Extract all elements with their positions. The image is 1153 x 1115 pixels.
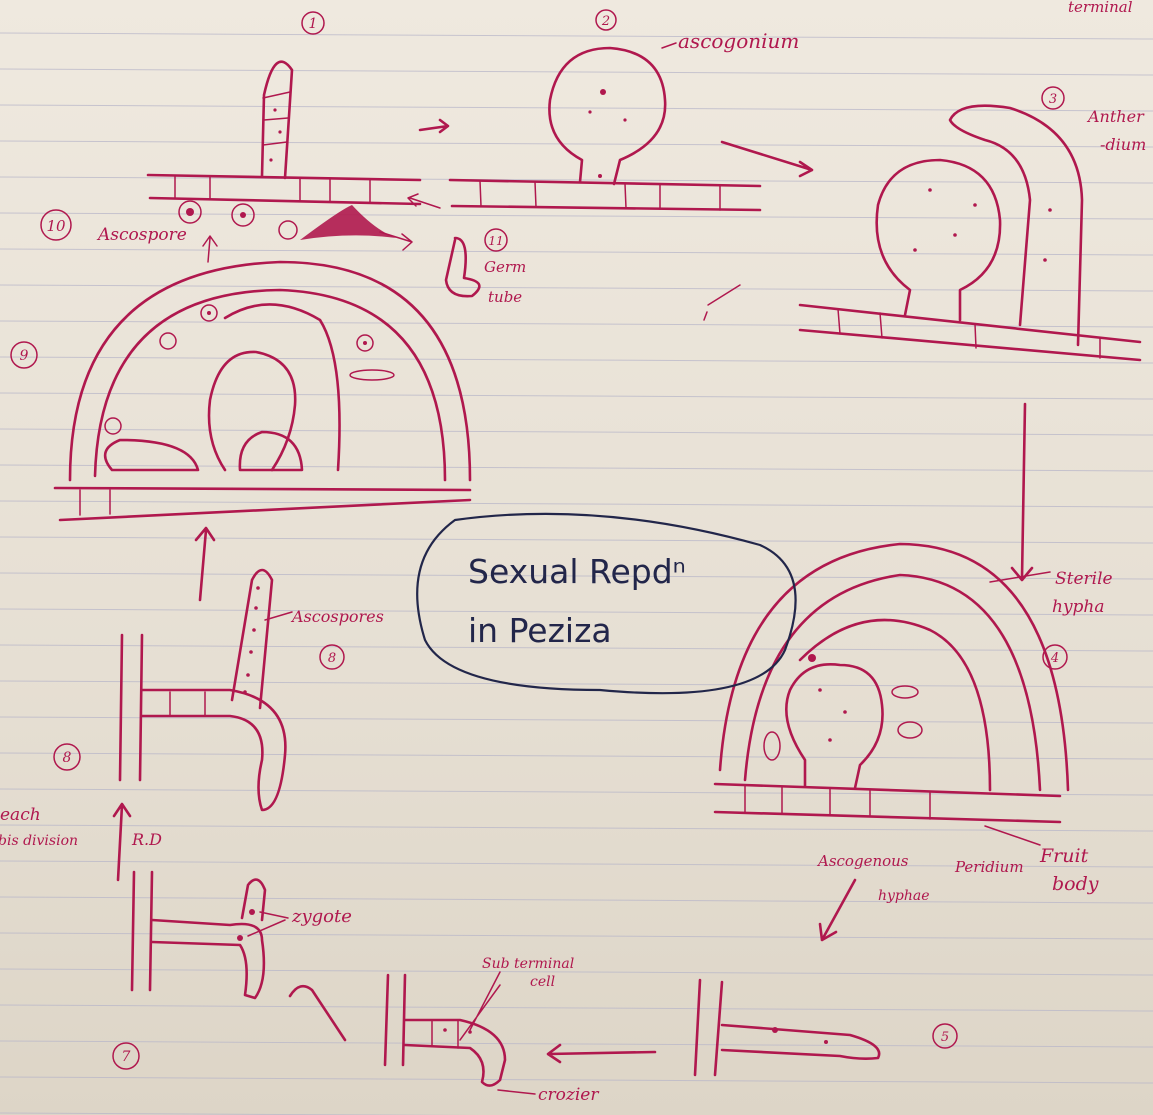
ascospores-label: Ascospores (290, 607, 384, 626)
arrow-7-to-8 (114, 804, 130, 880)
sterile-label-1: Sterile (1055, 569, 1113, 589)
antheridium-label-1: Anther (1086, 107, 1145, 126)
title-line-2: in Peziza (468, 611, 612, 650)
arrow-8-to-9 (196, 528, 214, 600)
stage-number-2: 2 (601, 14, 610, 29)
corner-text: terminal (1068, 0, 1133, 16)
rule-line (0, 249, 1153, 255)
arrow-1-to-2 (420, 120, 448, 132)
stage-number-4: 4 (1050, 651, 1059, 666)
stage-8-ascus: Ascospores 8 8 (54, 570, 384, 810)
sterile-label-2: hypha (1052, 597, 1105, 617)
rule-line (0, 141, 1153, 147)
peridium-label: Peridium (954, 858, 1024, 876)
rule-line (0, 501, 1153, 507)
rule-line (0, 69, 1153, 75)
rule-line (0, 681, 1153, 687)
subterminal-label-2: cell (530, 974, 555, 990)
rule-line (0, 357, 1153, 363)
arrow-5-to-crozier (548, 1045, 655, 1062)
rd-label: R.D (131, 830, 162, 849)
rule-line (0, 753, 1153, 759)
arrow-4-to-5 (820, 880, 855, 940)
antheridium-label-2: -dium (1100, 135, 1146, 154)
title-line-1: Sexual Repdⁿ (468, 552, 686, 591)
stage-3-antheridium-contact: Anther -dium 3 (800, 87, 1146, 360)
rule-line (0, 213, 1153, 219)
crozier-stage: Sub terminal cell crozier (385, 956, 599, 1105)
rule-line (0, 897, 1153, 903)
germ-label-1: Germ (484, 258, 526, 276)
ascogenous-label-2: hyphae (878, 888, 930, 904)
arrow-3-to-4 (1012, 404, 1032, 580)
ascogonium-label: ascogonium (678, 29, 799, 53)
stage-number-8b: 8 (328, 651, 336, 666)
rule-line (0, 33, 1153, 39)
rule-line (0, 825, 1153, 831)
stage-9-apothecium: 9 (11, 262, 470, 520)
stage-4-young-fruit-body: Sterile hypha Fruit body Peridium Ascoge… (715, 544, 1113, 904)
rule-line (0, 933, 1153, 939)
stage-1-ascogonium-initial: 1 (148, 12, 420, 204)
fruit-label-1: Fruit (1039, 845, 1089, 867)
stage-number-9: 9 (20, 348, 29, 364)
rule-line (0, 393, 1153, 399)
stage-5-ascogenous-hypha: 5 (695, 980, 957, 1075)
germinating-spore-mass (300, 205, 396, 240)
germ-label-2: tube (488, 288, 522, 306)
side-note-2: bis division (0, 833, 78, 849)
fruit-label-2: body (1052, 873, 1099, 895)
arrow-crozier-to-7 (290, 986, 345, 1040)
stage-number-11: 11 (488, 234, 503, 248)
crozier-label: crozier (538, 1085, 599, 1105)
rule-line (0, 429, 1153, 435)
stage-number-7: 7 (122, 1049, 131, 1065)
rule-line (0, 1041, 1153, 1047)
stage-number-1: 1 (309, 16, 318, 32)
stray-ink-mark (704, 285, 740, 320)
subterminal-label-1: Sub terminal (482, 956, 574, 972)
arrow-2-to-3 (722, 142, 812, 176)
rule-line (0, 969, 1153, 975)
rule-line (0, 1077, 1153, 1083)
rule-line (0, 537, 1153, 543)
ascospore-label: Ascospore (96, 225, 187, 245)
zygote-label: zygote (291, 906, 352, 927)
rule-line (0, 717, 1153, 723)
rule-line (0, 1005, 1153, 1011)
side-note-1: each (0, 805, 41, 825)
stage-number-3: 3 (1049, 92, 1057, 107)
stage-number-8: 8 (63, 750, 72, 766)
stage-number-5: 5 (941, 1030, 949, 1045)
stage-number-10: 10 (46, 217, 66, 235)
ascogenous-label-1: Ascogenous (816, 852, 909, 870)
